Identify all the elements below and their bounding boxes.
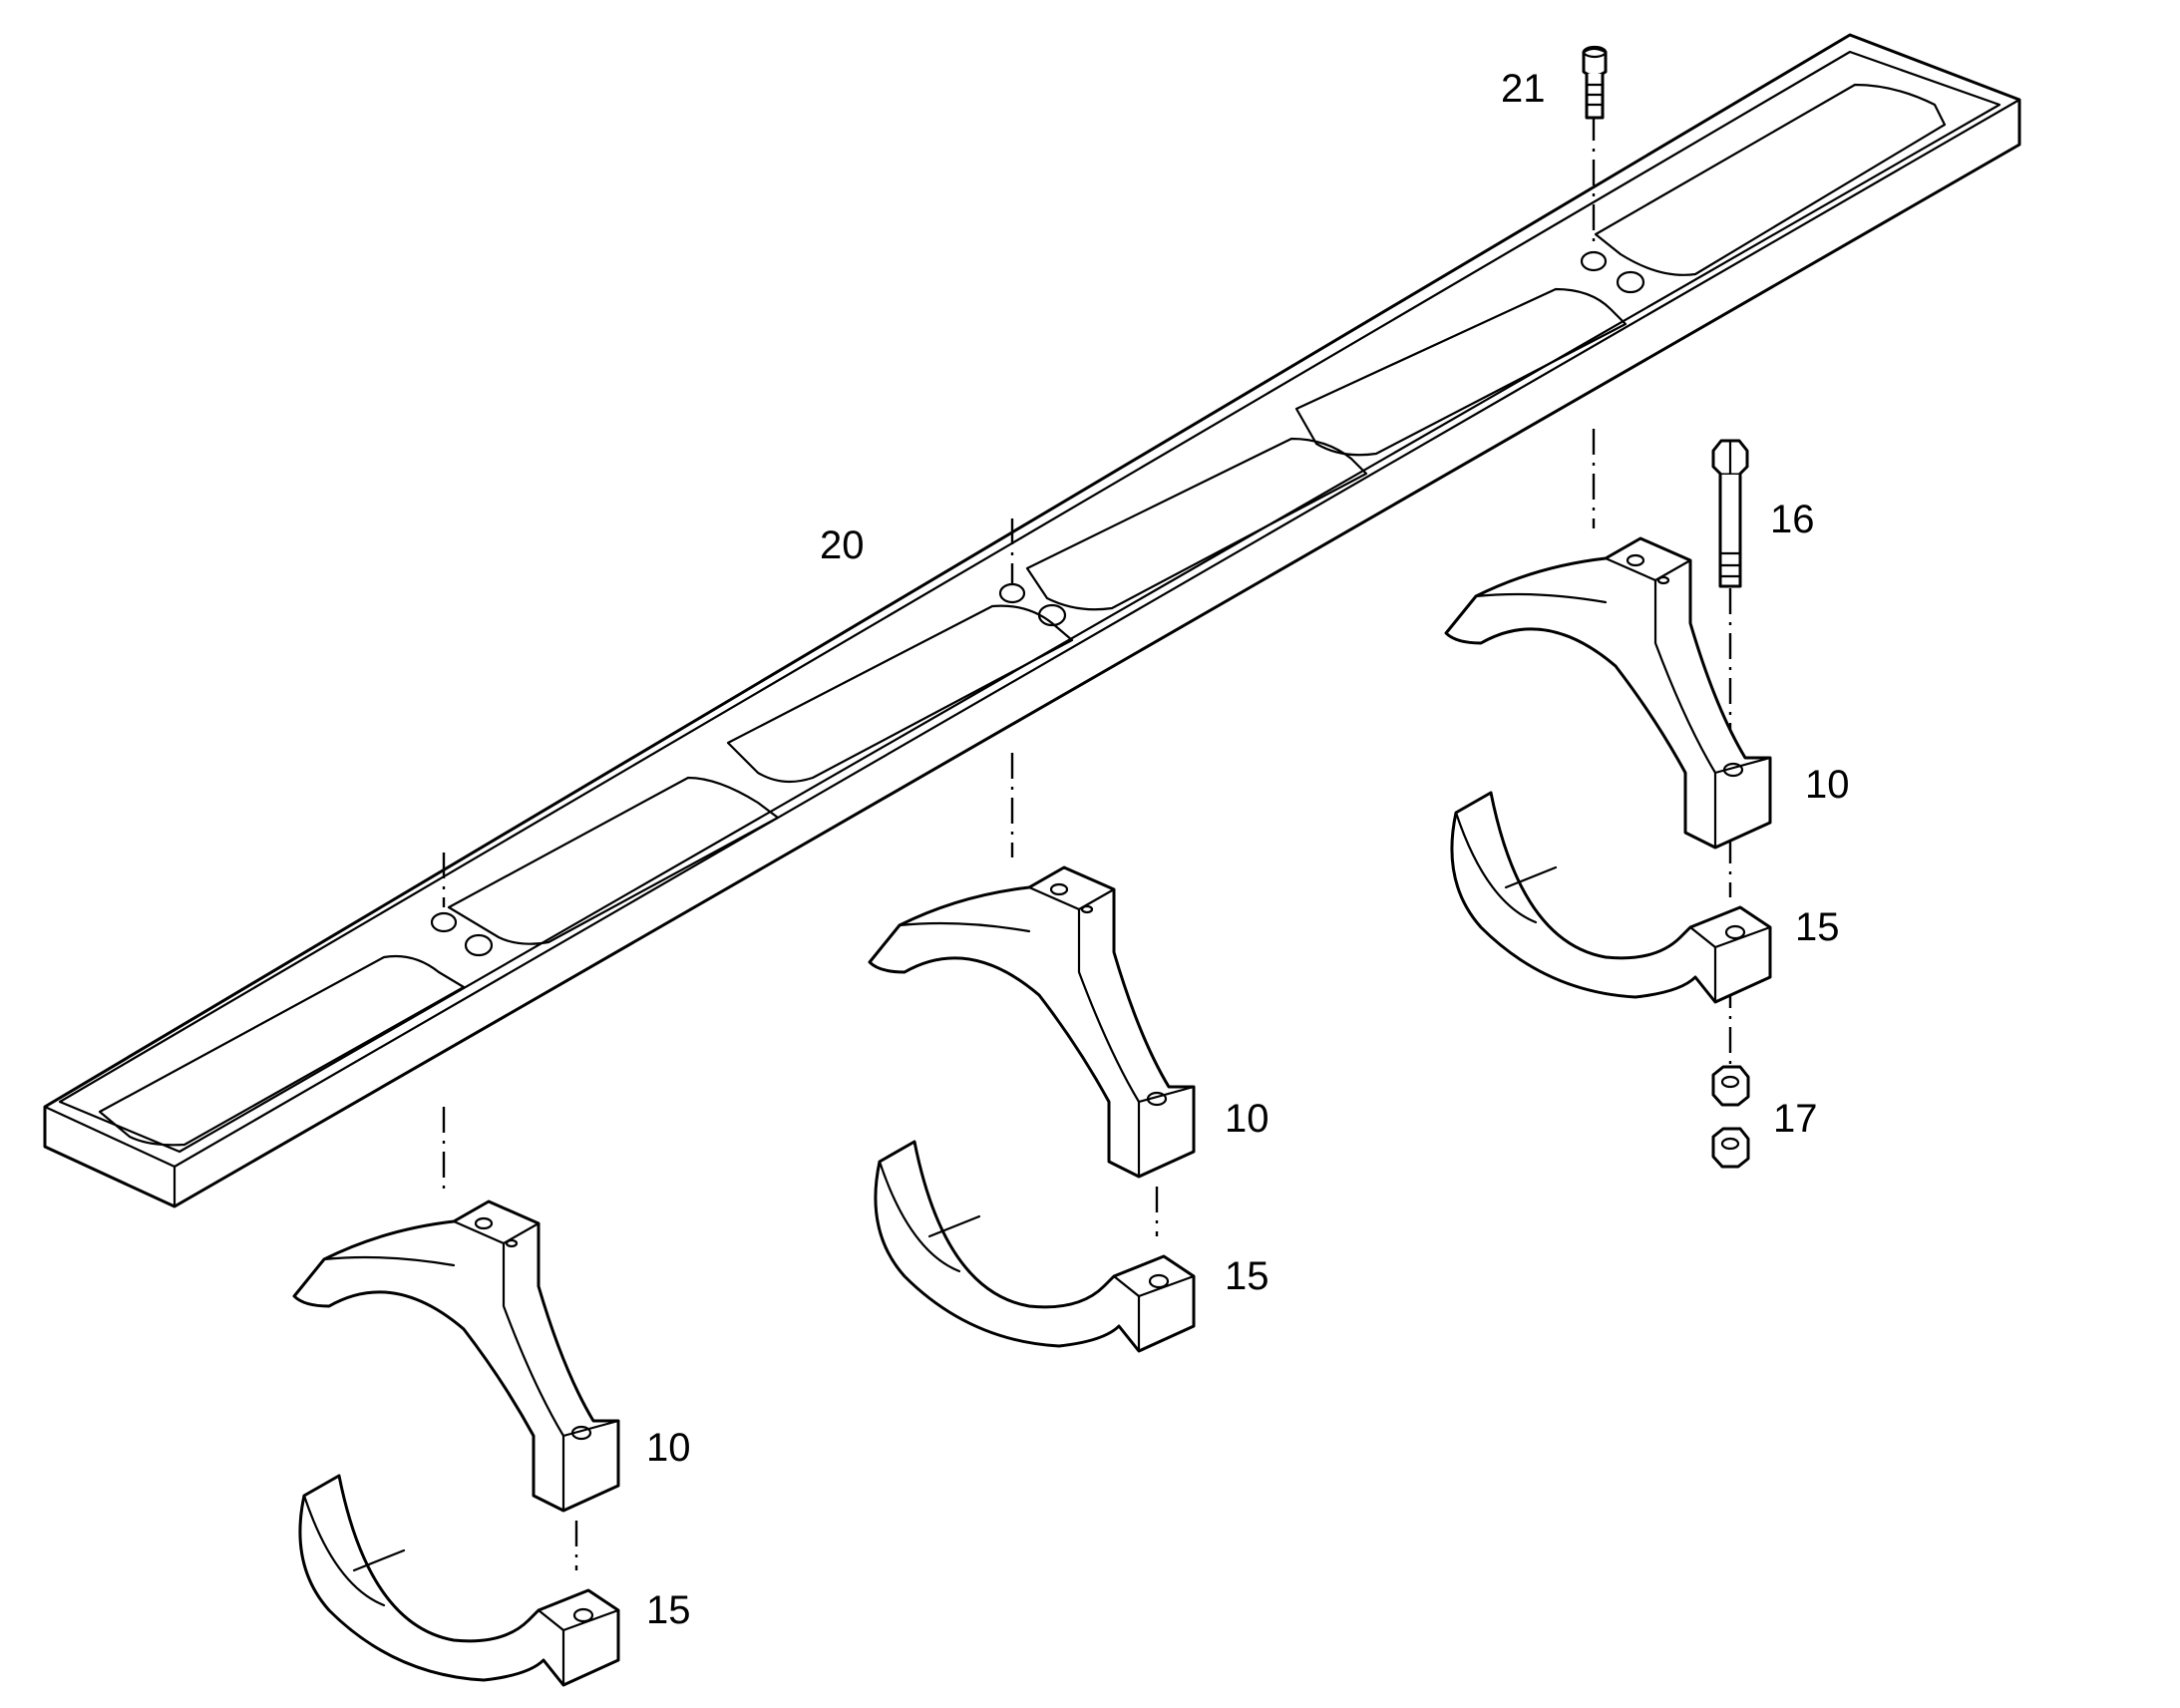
callout-16: 16 [1770, 498, 1815, 541]
callout-15-left: 15 [646, 1588, 691, 1632]
hex-nuts-part-17 [1711, 1065, 1750, 1169]
clamp-upper-left-part-10 [292, 1199, 620, 1513]
hex-bolt-part-16 [1711, 439, 1749, 588]
callout-15-middle: 15 [1225, 1254, 1270, 1298]
clamp-upper-middle-part-10 [868, 865, 1196, 1179]
callout-20: 20 [820, 523, 865, 567]
callout-10-right: 10 [1805, 763, 1850, 807]
callout-21: 21 [1501, 67, 1546, 111]
callout-10-left: 10 [646, 1426, 691, 1470]
callout-17: 17 [1773, 1097, 1818, 1141]
callout-10-middle: 10 [1225, 1097, 1270, 1141]
cap-screw-part-21 [1582, 45, 1608, 120]
support-bar-part-20 [43, 33, 2021, 1208]
callout-15-right: 15 [1795, 905, 1840, 949]
callout-labels: 21 20 16 10 15 17 10 15 10 15 [646, 67, 1850, 1632]
